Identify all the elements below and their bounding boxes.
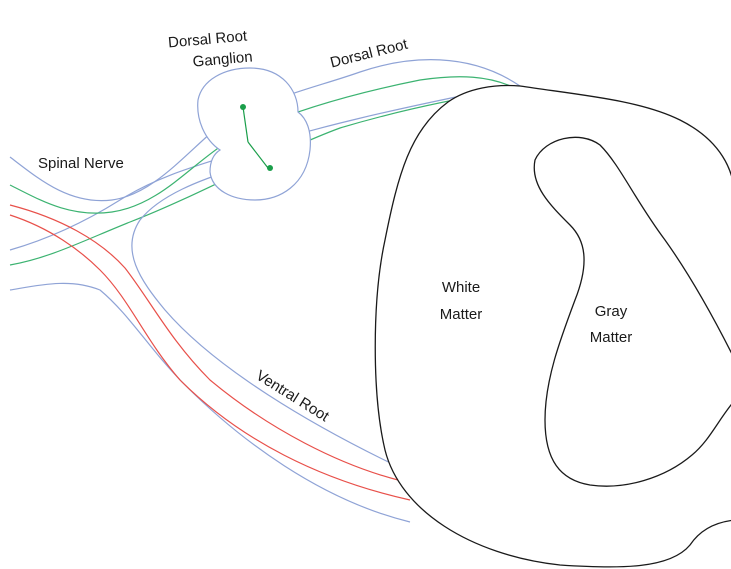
- gray-matter-label-line2: Matter: [590, 329, 633, 346]
- ventral-root-sheath-top: [132, 168, 405, 470]
- sensory-neuron-cell-body-upper: [240, 104, 246, 110]
- sensory-neuron-cell-body-lower: [267, 165, 273, 171]
- ventral-root: [10, 168, 410, 522]
- white-matter-label-line2: Matter: [440, 306, 483, 323]
- spinal-nerve-label: Spinal Nerve: [38, 155, 124, 172]
- dorsal-root-ganglion: [198, 68, 311, 200]
- ventral-root-sheath-bottom: [10, 283, 410, 522]
- ventral-root-label: Ventral Root: [253, 367, 333, 426]
- white-matter-label-line1: White: [442, 279, 480, 296]
- dorsal-root-ganglion-label-line2: Ganglion: [192, 48, 253, 70]
- motor-fiber-lower: [10, 215, 410, 500]
- dorsal-root-ganglion-label-line1: Dorsal Root: [167, 28, 248, 52]
- motor-fiber-upper: [10, 205, 398, 480]
- gray-matter-label-line1: Gray: [595, 303, 628, 320]
- dorsal-root-label: Dorsal Root: [328, 36, 410, 72]
- ganglion-outline: [198, 68, 311, 200]
